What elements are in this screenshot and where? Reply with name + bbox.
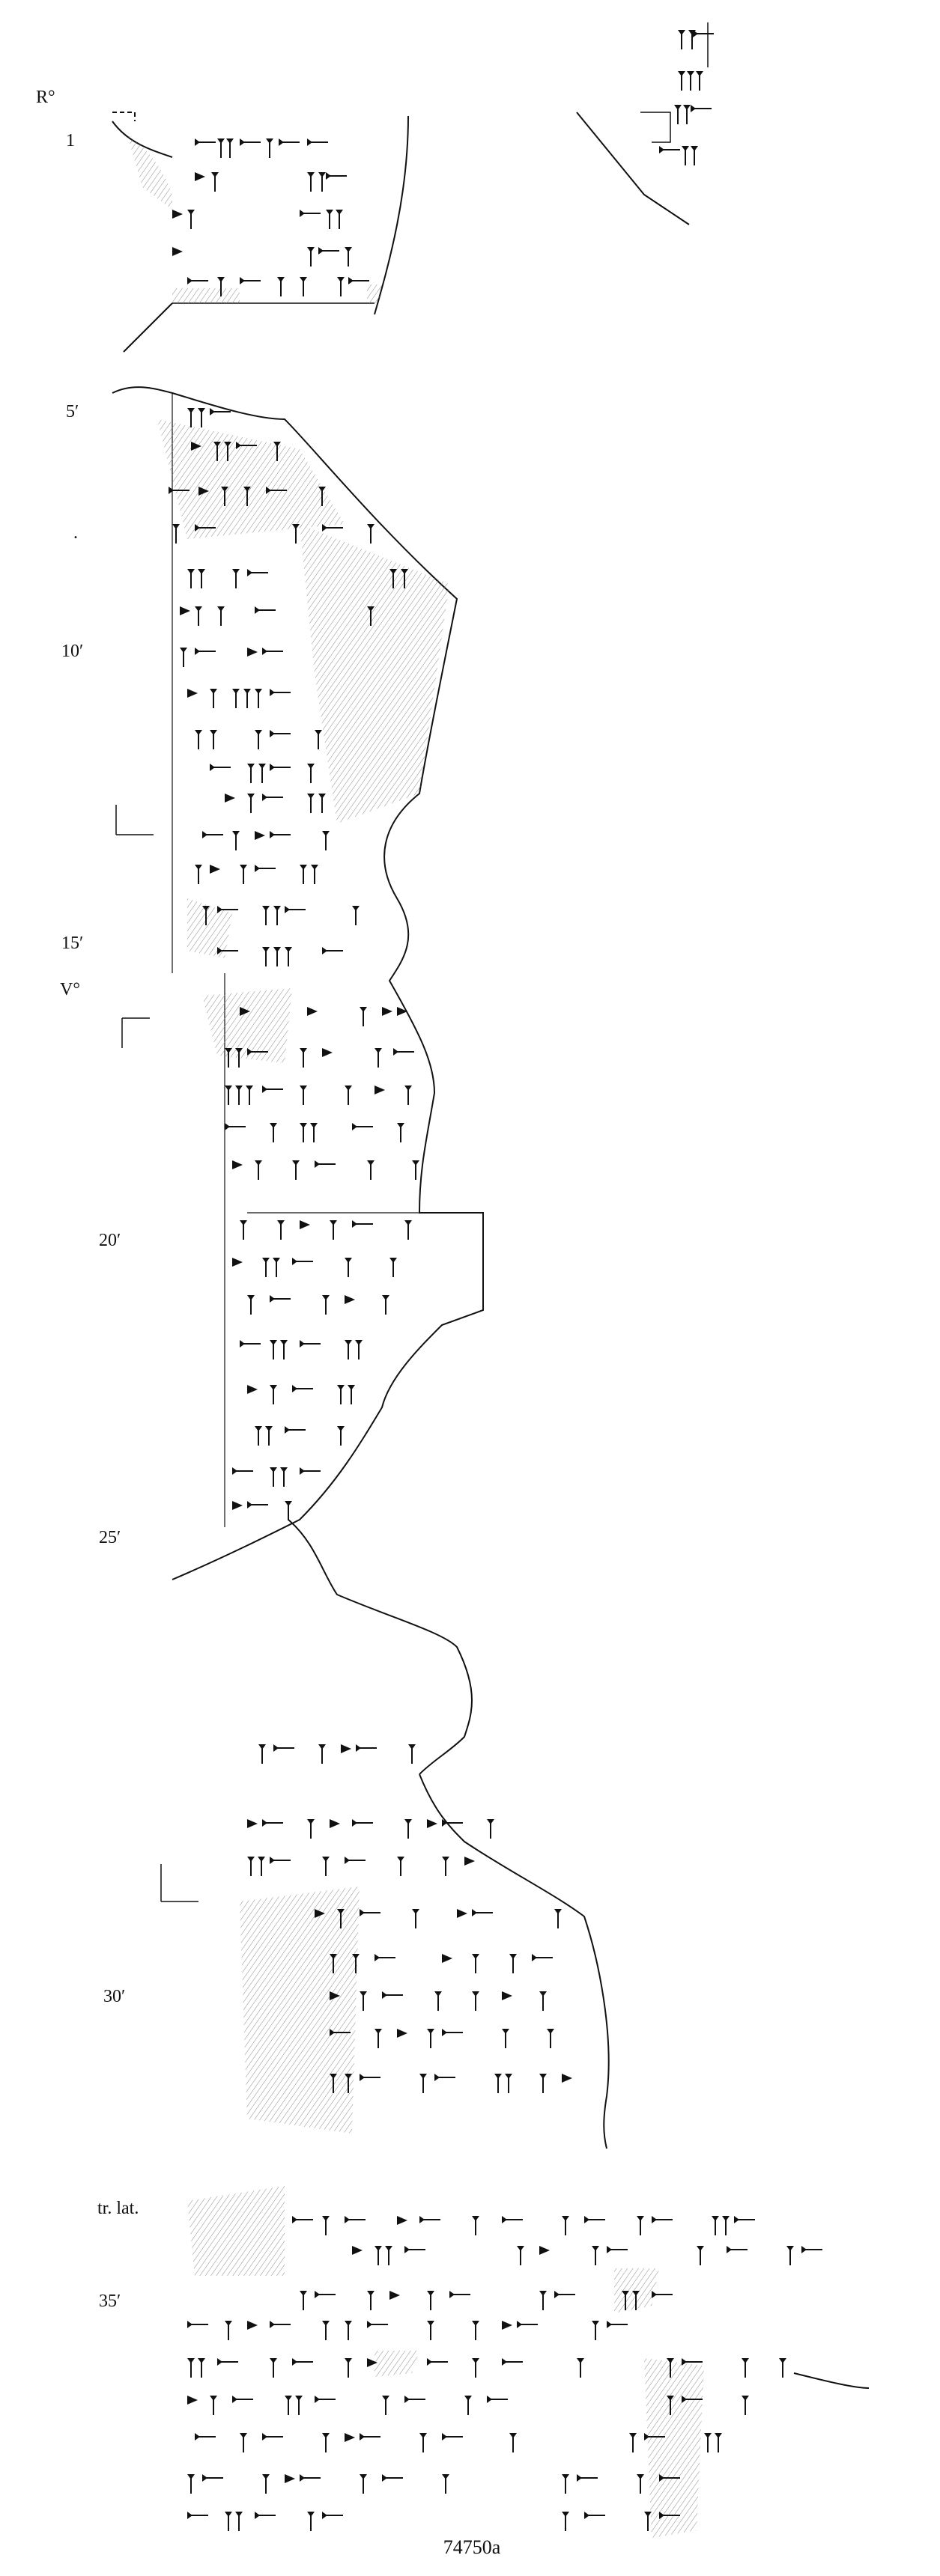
plate-caption: 74750a: [443, 2536, 501, 2558]
label-lateral: tr. lat.: [97, 2199, 139, 2218]
label-line-30: 30′: [103, 1987, 126, 2006]
fragment-lower-column: [160, 1519, 610, 2149]
fragment-recto-top-left: [112, 112, 409, 353]
label-verso: V°: [60, 980, 80, 999]
label-line-15: 15′: [61, 934, 84, 953]
fragment-main-column: [112, 386, 484, 1580]
label-line-dot: .: [73, 523, 78, 543]
label-line-20: 20′: [99, 1231, 121, 1250]
label-recto: R°: [36, 88, 55, 107]
label-line-5: 5′: [66, 402, 79, 421]
label-line-35: 35′: [99, 2292, 121, 2311]
label-line-1: 1: [66, 131, 75, 150]
label-line-10: 10′: [61, 642, 84, 661]
fragment-recto-top-right: [576, 22, 715, 225]
fragment-lateral-edge: [187, 2186, 870, 2538]
label-line-25: 25′: [99, 1528, 121, 1547]
